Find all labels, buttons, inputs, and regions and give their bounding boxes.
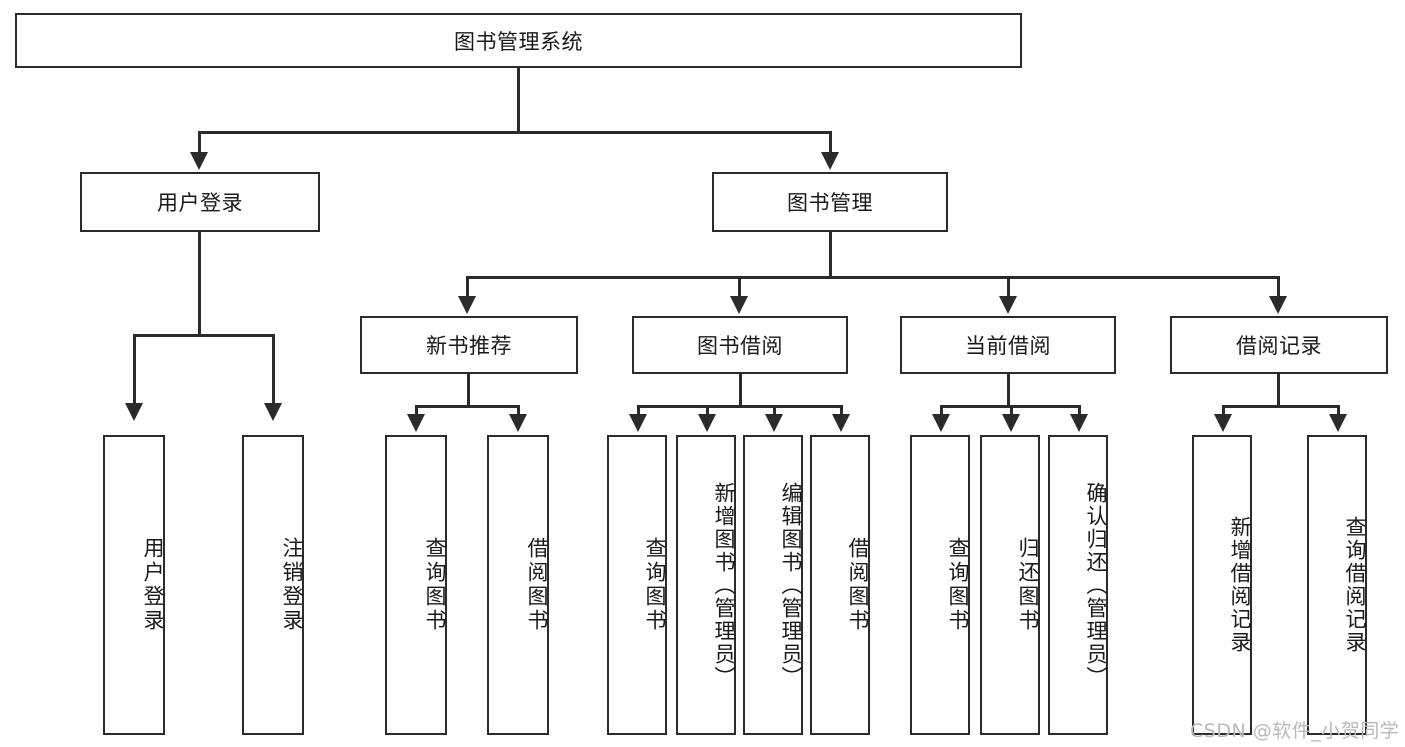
node-new-book-recommend[interactable]: 新书推荐 xyxy=(360,316,578,374)
arrow-br-leaf-2 xyxy=(1329,414,1347,432)
leaf-bb-edit-book-admin[interactable]: 编辑图书（管理员） xyxy=(743,435,803,735)
node-label: 查询图书 xyxy=(423,537,447,633)
arrow-to-current-borrow xyxy=(999,296,1017,314)
arrow-to-borrow-record xyxy=(1269,296,1287,314)
connector-book-borrow-stem xyxy=(739,374,742,408)
node-root-system[interactable]: 图书管理系统 xyxy=(15,13,1022,68)
node-label: 归还图书 xyxy=(1016,537,1040,633)
leaf-bb-borrow-book[interactable]: 借阅图书 xyxy=(810,435,870,735)
connector-root-bus xyxy=(198,131,831,134)
connector-user-login-branch-2 xyxy=(272,334,275,406)
node-current-borrow[interactable]: 当前借阅 xyxy=(900,316,1116,374)
node-label: 新增借阅记录 xyxy=(1228,516,1252,654)
leaf-bb-query-book[interactable]: 查询图书 xyxy=(607,435,667,735)
connector-new-book-recommend-bus xyxy=(415,405,519,408)
connector-bb-branch-1 xyxy=(637,405,640,417)
arrow-user-login-leaf-2 xyxy=(264,403,282,421)
node-book-borrow[interactable]: 图书借阅 xyxy=(632,316,848,374)
connector-book-management-stem xyxy=(829,232,832,278)
connector-to-current-borrow xyxy=(1007,276,1010,299)
connector-bb-branch-2 xyxy=(706,405,709,417)
connector-br-branch-1 xyxy=(1222,405,1225,417)
arrow-bb-leaf-4 xyxy=(832,414,850,432)
connector-cb-branch-3 xyxy=(1078,405,1081,417)
arrow-root-to-user-login xyxy=(190,152,208,170)
connector-nbr-branch-2 xyxy=(517,405,520,417)
connector-current-borrow-stem xyxy=(1007,374,1010,408)
connector-user-login-branch-1 xyxy=(133,334,136,406)
connector-to-new-book-recommend xyxy=(466,276,469,299)
connector-root-to-user-login xyxy=(198,131,201,156)
connector-user-login-bus xyxy=(133,334,275,337)
leaf-bb-add-book-admin[interactable]: 新增图书（管理员） xyxy=(676,435,736,735)
connector-user-login-stem xyxy=(198,232,201,336)
arrow-cb-leaf-1 xyxy=(932,414,950,432)
node-label: 查询借阅记录 xyxy=(1343,516,1367,654)
arrow-root-to-book-manage xyxy=(821,152,839,170)
arrow-cb-leaf-2 xyxy=(1002,414,1020,432)
connector-new-book-recommend-stem xyxy=(467,374,470,408)
node-label: 借阅图书 xyxy=(846,537,870,633)
node-label: 用户登录 xyxy=(141,537,165,633)
node-book-management[interactable]: 图书管理 xyxy=(712,172,948,232)
leaf-cb-confirm-return-admin[interactable]: 确认归还（管理员） xyxy=(1048,435,1108,735)
node-label: 借阅记录 xyxy=(1236,334,1322,358)
leaf-br-add-record[interactable]: 新增借阅记录 xyxy=(1192,435,1252,735)
arrow-cb-leaf-3 xyxy=(1070,414,1088,432)
node-label: 查询图书 xyxy=(643,537,667,633)
node-label: 确认归还（管理员） xyxy=(1084,481,1108,689)
connector-book-management-bus xyxy=(466,276,1280,279)
connector-root-to-book-manage xyxy=(829,131,832,156)
connector-bb-branch-3 xyxy=(773,405,776,417)
node-label: 图书管理系统 xyxy=(454,29,583,54)
connector-to-borrow-record xyxy=(1277,276,1280,299)
node-label: 当前借阅 xyxy=(965,334,1051,358)
arrow-user-login-leaf-1 xyxy=(125,403,143,421)
connector-borrow-record-bus xyxy=(1222,405,1340,408)
leaf-nbr-borrow-book[interactable]: 借阅图书 xyxy=(487,435,549,735)
connector-cb-branch-1 xyxy=(940,405,943,417)
arrow-nbr-leaf-1 xyxy=(407,414,425,432)
node-label: 用户登录 xyxy=(157,191,243,215)
leaf-cb-return-book[interactable]: 归还图书 xyxy=(980,435,1040,735)
leaf-user-login-logout[interactable]: 注销登录 xyxy=(242,435,304,735)
node-label: 图书管理 xyxy=(787,191,873,215)
connector-cb-branch-2 xyxy=(1010,405,1013,417)
node-label: 图书借阅 xyxy=(697,334,783,358)
leaf-br-query-record[interactable]: 查询借阅记录 xyxy=(1307,435,1367,735)
connector-br-branch-2 xyxy=(1337,405,1340,417)
node-borrow-record[interactable]: 借阅记录 xyxy=(1170,316,1388,374)
leaf-user-login-login[interactable]: 用户登录 xyxy=(103,435,165,735)
arrow-nbr-leaf-2 xyxy=(509,414,527,432)
connector-book-borrow-bus xyxy=(637,405,842,408)
leaf-nbr-query-book[interactable]: 查询图书 xyxy=(385,435,447,735)
node-label: 编辑图书（管理员） xyxy=(779,481,803,689)
node-label: 查询图书 xyxy=(946,537,970,633)
node-label: 注销登录 xyxy=(280,537,304,633)
watermark: CSDN @软件_小贺同学 xyxy=(1190,720,1400,742)
leaf-cb-query-book[interactable]: 查询图书 xyxy=(910,435,970,735)
arrow-bb-leaf-3 xyxy=(765,414,783,432)
arrow-br-leaf-1 xyxy=(1214,414,1232,432)
node-label: 新书推荐 xyxy=(426,334,512,358)
arrow-bb-leaf-1 xyxy=(629,414,647,432)
arrow-to-new-book-recommend xyxy=(458,296,476,314)
arrow-bb-leaf-2 xyxy=(698,414,716,432)
connector-to-book-borrow xyxy=(738,276,741,299)
node-user-login[interactable]: 用户登录 xyxy=(80,172,320,232)
connector-root-stem xyxy=(517,68,520,133)
connector-nbr-branch-1 xyxy=(415,405,418,417)
node-label: 新增图书（管理员） xyxy=(712,481,736,689)
node-label: 借阅图书 xyxy=(525,537,549,633)
arrow-to-book-borrow xyxy=(730,296,748,314)
connector-borrow-record-stem xyxy=(1277,374,1280,408)
connector-bb-branch-4 xyxy=(840,405,843,417)
